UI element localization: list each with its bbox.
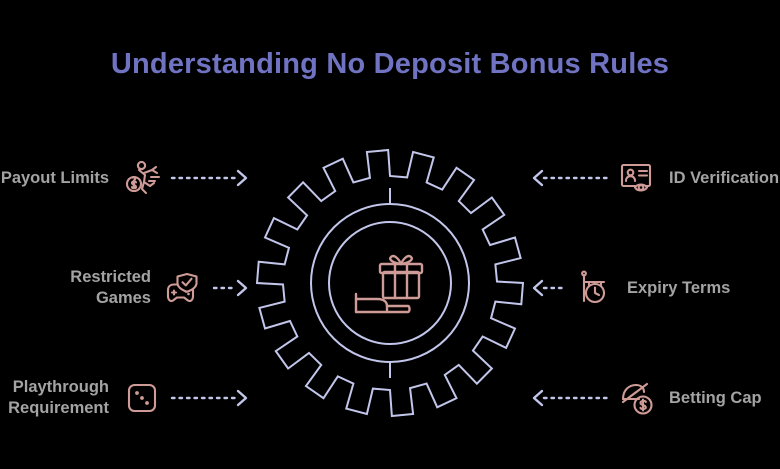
dice-icon [120,376,164,420]
gear-teeth-path [255,148,525,418]
node-label-payout-limits: Payout Limits [0,168,109,187]
connector-arrow-playthrough-requirement [170,388,252,408]
connector-arrow-id-verification [528,168,610,188]
node-payout-limits[interactable]: Payout Limits [0,146,252,210]
node-expiry-terms[interactable]: Expiry Terms [528,256,780,320]
node-label-restricted-games: Restricted Games [70,268,151,307]
node-restricted-games[interactable]: Restricted Games [0,256,252,320]
node-label-id-verification: ID Verification [669,168,780,187]
capped-dollar-icon [616,376,660,420]
node-id-verification[interactable]: ID Verification [528,146,780,210]
node-playthrough-requirement[interactable]: Playthrough Requirement [0,366,252,430]
gamepad-shield-check-icon [162,266,206,310]
clock-timer-icon [574,266,618,310]
running-person-with-money-bag-icon [120,156,164,200]
gift-on-hand-icon [352,251,428,317]
connector-arrow-payout-limits [170,168,252,188]
node-label-expiry-terms: Expiry Terms [627,278,731,297]
gear-outline [252,133,528,433]
page-title: Understanding No Deposit Bonus Rules [110,48,670,80]
node-betting-cap[interactable]: Betting Cap [528,366,780,430]
connector-arrow-expiry-terms [528,278,568,298]
node-label-playthrough-requirement: Playthrough Requirement [8,378,109,417]
connector-arrow-restricted-games [212,278,252,298]
connector-arrow-betting-cap [528,388,610,408]
node-label-betting-cap: Betting Cap [669,388,762,407]
id-card-eye-icon [616,156,660,200]
